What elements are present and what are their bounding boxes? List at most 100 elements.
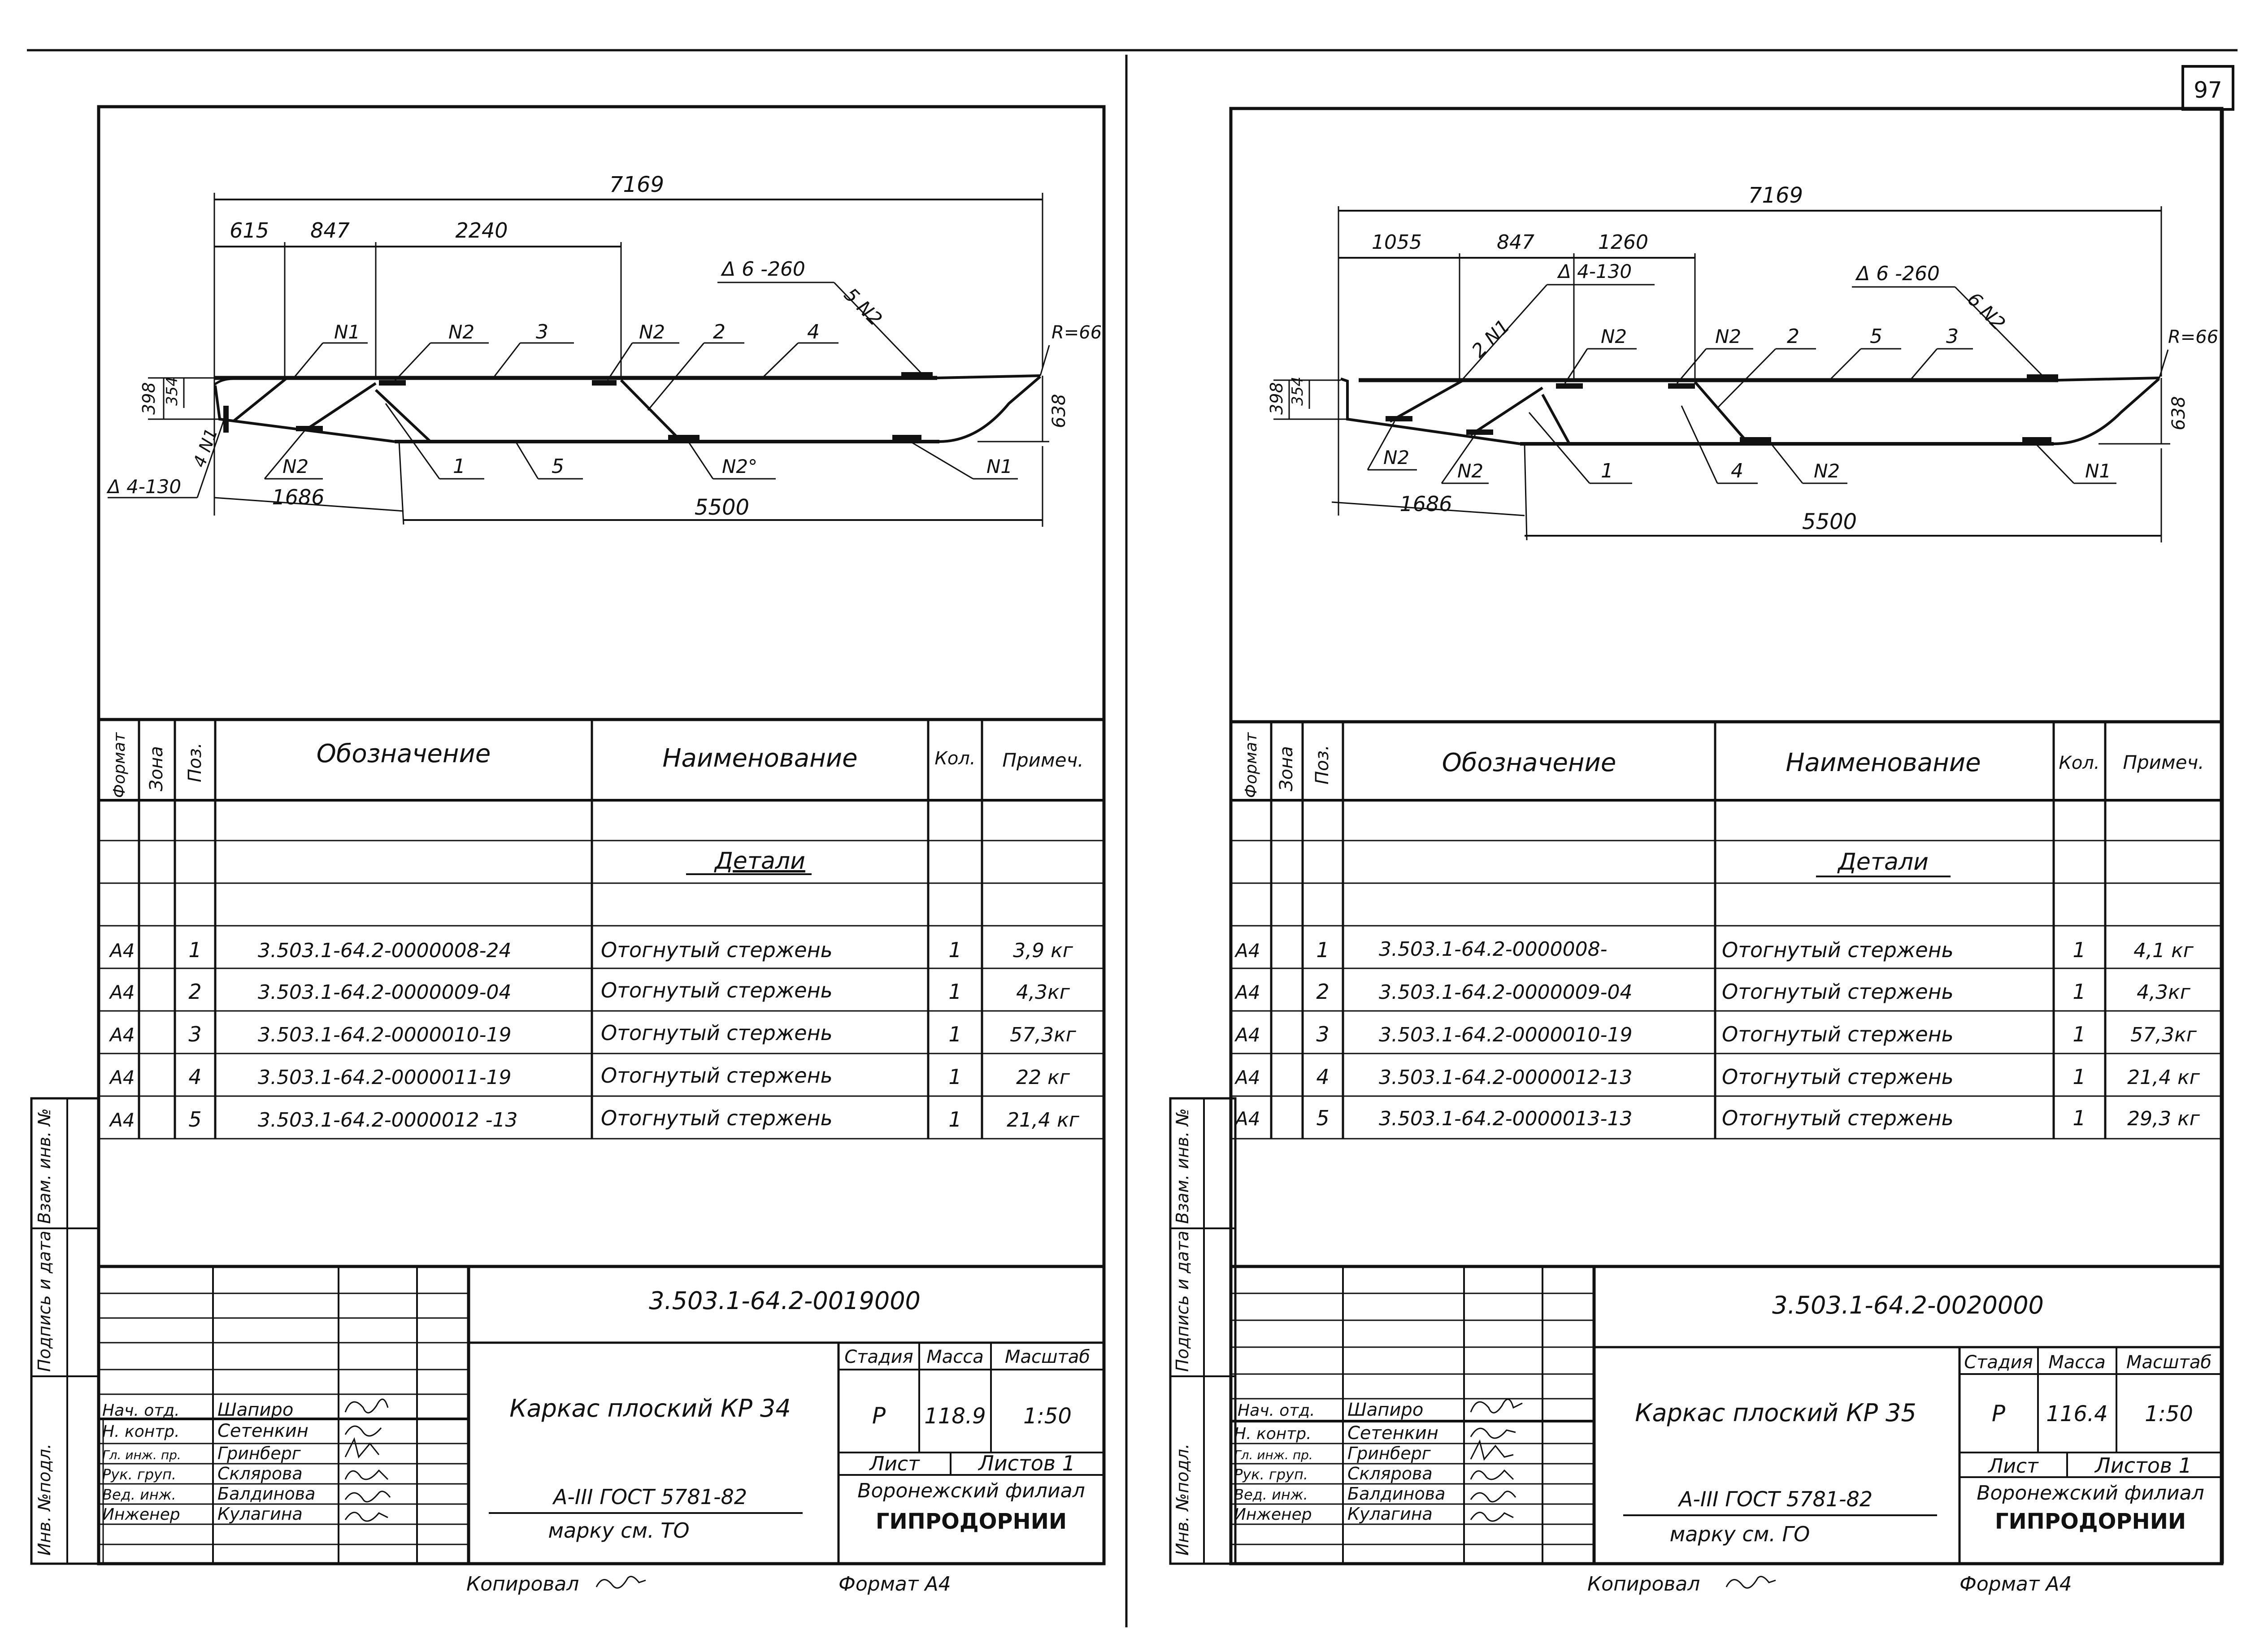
table-row: А4 4 3.503.1-64.2-0000012-13 Отогнутый с… xyxy=(1234,1065,2200,1089)
mark-reference: марку см. ТО xyxy=(548,1518,689,1543)
role: Вед. инж. xyxy=(1234,1486,1308,1503)
col-zone: Зона xyxy=(1276,746,1297,791)
row-pos: 2 xyxy=(188,980,201,1004)
row-designation: 3.503.1-64.2-0000011-19 xyxy=(258,1066,512,1089)
weld-count-top: 5 N2 xyxy=(840,283,886,330)
signature xyxy=(1470,1512,1514,1522)
signature xyxy=(344,1398,389,1414)
row-name: Отогнутый стержень xyxy=(601,1063,833,1088)
dim-1: 615 xyxy=(230,218,269,243)
row-qty: 1 xyxy=(2073,938,2086,962)
col-pos: Поз. xyxy=(185,742,205,782)
row-designation: 3.503.1-64.2-0000012-13 xyxy=(1379,1066,1633,1089)
person: Гринберг xyxy=(217,1444,301,1463)
row-format: А4 xyxy=(1234,1067,1260,1088)
signature xyxy=(1470,1398,1523,1414)
doc-title: Каркас плоский КР 34 xyxy=(509,1394,791,1422)
pos-label: N1 xyxy=(334,321,360,343)
row-name: Отогнутый стержень xyxy=(1722,1022,1954,1046)
sheet-right: Инв. №подл. Подпись и дата Взам. инв. № … xyxy=(1169,107,2224,1596)
signature xyxy=(1470,1469,1514,1480)
title-block: Нач. отд. Н. контр. Гл. инж. пр. Рук. гр… xyxy=(1231,1265,2222,1564)
row-designation: 3.503.1-64.2-0000010-19 xyxy=(1379,1023,1633,1046)
row-format: А4 xyxy=(1234,1108,1260,1130)
row-note: 29,3 кг xyxy=(2127,1107,2200,1130)
row-name: Отогнутый стержень xyxy=(601,1106,833,1130)
row-qty: 1 xyxy=(2073,1106,2086,1130)
role: Инженер xyxy=(102,1505,180,1524)
sheet-label: Лист xyxy=(869,1453,920,1475)
row-designation: 3.503.1-64.2-0000008-24 xyxy=(258,939,512,962)
row-format: А4 xyxy=(109,981,135,1003)
side-label-sign: Подпись и дата xyxy=(35,1231,54,1372)
signature xyxy=(1470,1439,1514,1461)
row-note: 3,9 кг xyxy=(1013,939,1073,962)
copied-by: Копировал xyxy=(1587,1573,1700,1596)
row-note: 57,3кг xyxy=(2130,1023,2197,1046)
dim-2: 847 xyxy=(310,218,350,243)
weld-callout-left: Δ 4-130 xyxy=(106,476,181,498)
row-qty: 1 xyxy=(948,1065,961,1089)
person: Сетенкин xyxy=(217,1421,308,1441)
side-label-inv: Инв. №подл. xyxy=(35,1444,54,1556)
row-name: Отогнутый стержень xyxy=(1722,1106,1954,1130)
row-pos: 3 xyxy=(188,1022,201,1046)
row-qty: 1 xyxy=(2073,1065,2086,1089)
side-strip xyxy=(30,1097,100,1565)
dim-bottom-left: 1686 xyxy=(272,485,324,509)
sheet-left: Инв. №подл. Подпись и дата Взам. инв. № … xyxy=(30,105,1106,1596)
mass-label: Масса xyxy=(2048,1352,2106,1373)
spec-table: Формат Зона Поз. Обозначение Наименовани… xyxy=(1231,720,2222,1140)
dim-3: 2240 xyxy=(455,218,508,243)
col-designation: Обозначение xyxy=(317,739,491,768)
dim-bottom-left: 1686 xyxy=(1399,492,1452,516)
pos-label: 2 xyxy=(1787,325,1799,348)
pos-label: 1 xyxy=(1601,460,1613,482)
col-qty: Кол. xyxy=(2059,753,2099,773)
row-pos: 4 xyxy=(1316,1065,1329,1089)
weld-callout-top: Δ 6 -260 xyxy=(721,258,805,281)
section-title: Детали xyxy=(1837,849,1929,876)
row-format: А4 xyxy=(1234,981,1260,1003)
col-zone: Зона xyxy=(146,746,167,791)
role: Рук. груп. xyxy=(1234,1466,1308,1483)
dim-h-right: 638 xyxy=(2168,396,2189,430)
scale-label: Масштаб xyxy=(2126,1352,2212,1373)
pos-label: N2° xyxy=(722,455,757,477)
mass-value: 118.9 xyxy=(924,1404,986,1429)
side-label-sign: Подпись и дата xyxy=(1173,1231,1192,1372)
row-name: Отогнутый стержень xyxy=(1722,980,1954,1004)
table-row: А4 4 3.503.1-64.2-0000011-19 Отогнутый с… xyxy=(109,1063,1070,1089)
stage-value: Р xyxy=(1992,1401,2006,1427)
role: Вед. инж. xyxy=(102,1486,176,1503)
pos-label: N2 xyxy=(639,321,665,343)
signature xyxy=(1470,1491,1516,1503)
person: Балдинова xyxy=(217,1484,315,1504)
table-row: А4 2 3.503.1-64.2-0000009-04 Отогнутый с… xyxy=(109,978,1070,1004)
dim-2: 847 xyxy=(1497,231,1534,254)
scale-label: Масштаб xyxy=(1005,1347,1090,1367)
col-pos: Поз. xyxy=(1312,745,1333,785)
mass-label: Масса xyxy=(926,1347,984,1367)
col-note: Примеч. xyxy=(2123,751,2204,773)
side-label-replace: Взам. инв. № xyxy=(35,1108,54,1224)
sheet-frame xyxy=(97,105,1106,1565)
weld-count-left: 4 N1 xyxy=(189,426,222,470)
col-note: Примеч. xyxy=(1002,749,1083,771)
sheets-label: Листов 1 xyxy=(2094,1453,2192,1478)
pos-label: N2 xyxy=(1814,460,1840,482)
pos-label: 5 xyxy=(1870,325,1882,348)
org-line-1: Воронежский филиал xyxy=(1977,1482,2204,1505)
row-format: А4 xyxy=(109,1109,135,1131)
row-note: 22 кг xyxy=(1016,1066,1070,1089)
row-pos: 5 xyxy=(188,1107,201,1132)
signature xyxy=(344,1512,388,1522)
table-row: А4 5 3.503.1-64.2-0000012 -13 Отогнутый … xyxy=(109,1106,1080,1132)
person: Кулагина xyxy=(217,1504,303,1524)
copied-by: Копировал xyxy=(466,1573,579,1596)
role: Нач. отд. xyxy=(102,1401,180,1420)
material-spec: А-III ГОСТ 5781-82 xyxy=(1677,1487,1873,1511)
row-name: Отогнутый стержень xyxy=(601,978,833,1002)
stage-value: Р xyxy=(872,1403,886,1429)
person: Гринберг xyxy=(1347,1444,1431,1463)
